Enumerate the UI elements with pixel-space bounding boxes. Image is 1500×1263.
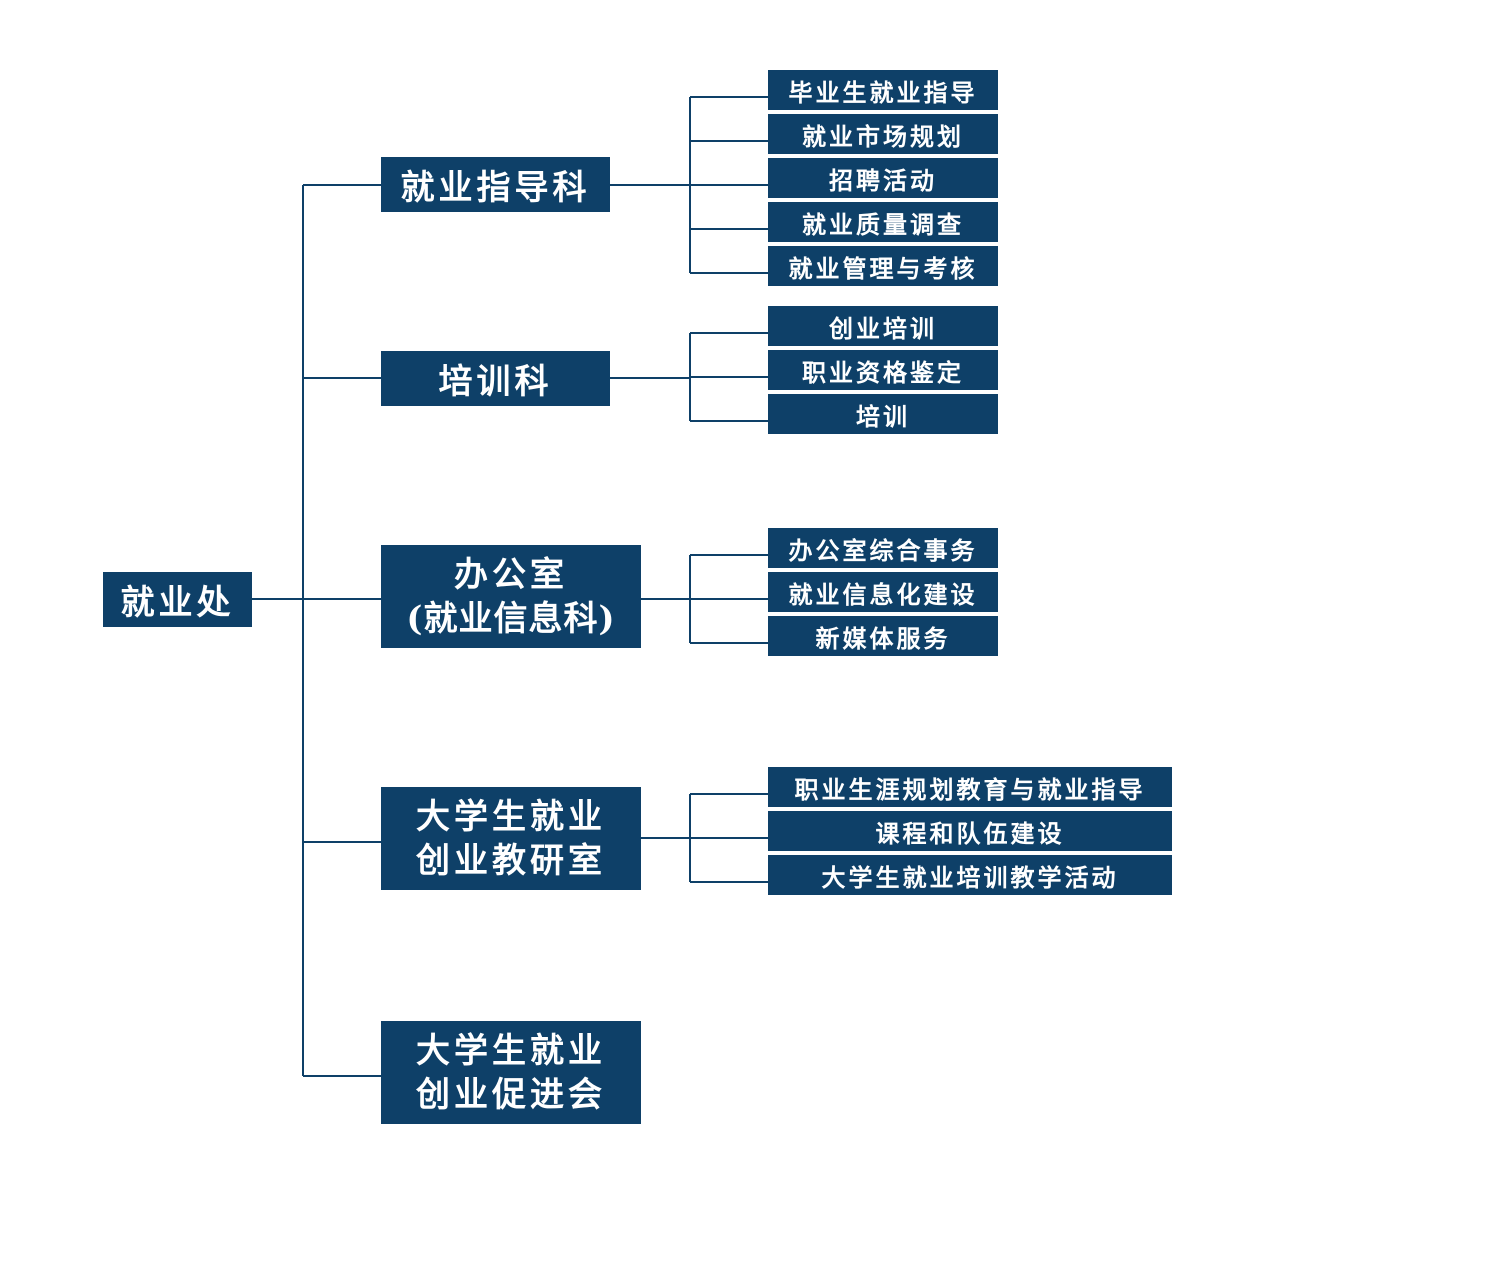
item-label: 招聘活动 [829,165,937,195]
dept-research: 大学生就业 创业教研室 [381,787,641,890]
item-guidance: 就业管理与考核 [768,246,998,286]
item-label: 就业信息化建设 [788,579,978,609]
item-guidance: 毕业生就业指导 [768,70,998,110]
dept-office: 办公室 (就业信息科) [381,545,641,648]
dept-label-line2: 创业促进会 [416,1074,606,1115]
item-label: 职业生涯规划教育与就业指导 [794,774,1146,804]
root-label: 就业处 [120,583,235,623]
dept-promotion: 大学生就业 创业促进会 [381,1021,641,1124]
item-label: 新媒体服务 [815,623,951,653]
dept-guidance: 就业指导科 [381,157,610,212]
dept-label: 就业指导科 [400,168,591,208]
dept-label-line1: 办公室 [454,554,568,595]
item-training: 培训 [768,394,998,434]
item-label: 毕业生就业指导 [788,77,978,107]
item-office: 新媒体服务 [768,616,998,656]
item-research: 大学生就业培训教学活动 [768,855,1172,895]
item-guidance: 招聘活动 [768,158,998,198]
item-research: 课程和队伍建设 [768,811,1172,851]
item-label: 课程和队伍建设 [875,818,1065,848]
item-label: 大学生就业培训教学活动 [821,862,1119,892]
dept-training: 培训科 [381,351,610,406]
item-guidance: 就业市场规划 [768,114,998,154]
item-label: 培训 [856,401,910,431]
dept-label-line2: 创业教研室 [416,840,606,881]
item-training: 创业培训 [768,306,998,346]
dept-label-line1: 大学生就业 [416,796,606,837]
item-label: 就业市场规划 [802,121,964,151]
item-office: 就业信息化建设 [768,572,998,612]
item-office: 办公室综合事务 [768,528,998,568]
item-research: 职业生涯规划教育与就业指导 [768,767,1172,807]
item-label: 办公室综合事务 [788,535,978,565]
item-label: 就业质量调查 [802,209,964,239]
dept-label-line2: (就业信息科) [406,598,616,639]
item-label: 职业资格鉴定 [802,357,964,387]
item-guidance: 就业质量调查 [768,202,998,242]
dept-label-line1: 大学生就业 [416,1030,606,1071]
item-training: 职业资格鉴定 [768,350,998,390]
item-label: 就业管理与考核 [788,253,978,283]
item-label: 创业培训 [829,313,937,343]
root-node: 就业处 [103,572,252,627]
dept-label: 培训科 [438,362,553,402]
